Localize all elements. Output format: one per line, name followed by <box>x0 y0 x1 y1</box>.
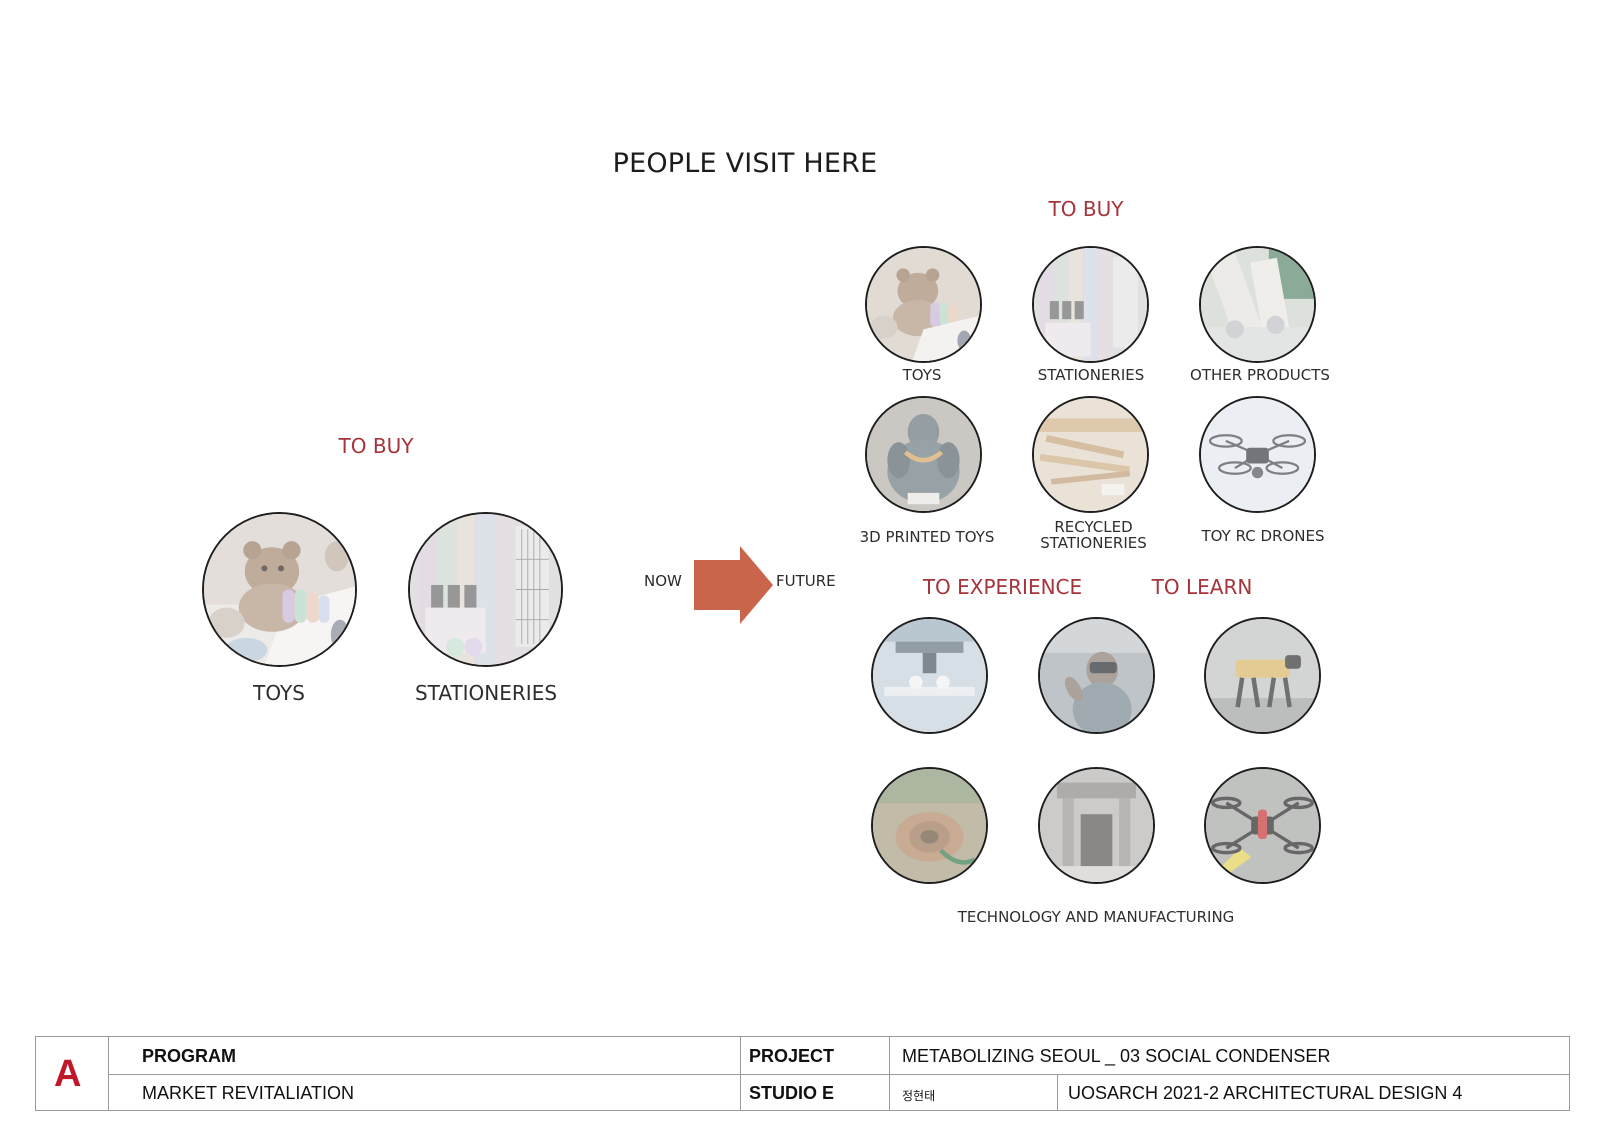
other-products-photo-icon <box>1199 246 1316 363</box>
course-name: UOSARCH 2021-2 ARCHITECTURAL DESIGN 4 <box>1068 1083 1463 1103</box>
future-toys-label: TOYS <box>902 366 942 384</box>
future-stationeries-label: STATIONERIES <box>1037 366 1145 384</box>
3d-printed-toys-label: 3D PRINTED TOYS <box>859 528 995 546</box>
toy-rc-drones-label: TOY RC DRONES <box>1201 527 1325 545</box>
other-products-label: OTHER PRODUCTS <box>1190 366 1330 384</box>
now-stationeries-label: STATIONERIES <box>414 681 558 705</box>
recycled-stationeries-label-line1: RECYCLED <box>1054 518 1133 536</box>
now-label: NOW <box>644 572 682 590</box>
page-title: PEOPLE VISIT HERE <box>612 148 878 179</box>
studio-logo: A <box>54 1053 82 1095</box>
technology-manufacturing-caption: TECHNOLOGY AND MANUFACTURING <box>957 908 1235 926</box>
factory-machine-photo-icon <box>1038 767 1155 884</box>
future-stationeries-photo-icon <box>1032 246 1149 363</box>
recycled-stationeries-label-line2: STATIONERIES <box>1040 534 1147 552</box>
project-value: METABOLIZING SEOUL _ 03 SOCIAL CONDENSER <box>902 1046 1331 1066</box>
now-to-buy-heading: TO BUY <box>338 434 414 458</box>
future-label: FUTURE <box>776 572 836 590</box>
3d-printer-photo-icon <box>871 617 988 734</box>
toys-photo-icon <box>202 512 357 667</box>
future-to-buy-heading: TO BUY <box>1048 197 1124 221</box>
recycled-stationeries-label: RECYCLED STATIONERIES <box>1021 519 1166 551</box>
now-toys-label: TOYS <box>253 681 305 705</box>
future-toys-photo-icon <box>865 246 982 363</box>
vr-headset-photo-icon <box>1038 617 1155 734</box>
recycled-stationeries-photo-icon <box>1032 396 1149 513</box>
to-learn-heading: TO LEARN <box>1151 575 1253 599</box>
author-name: 정현태 <box>902 1089 936 1103</box>
recycled-material-photo-icon <box>871 767 988 884</box>
robot-dog-photo-icon <box>1204 617 1321 734</box>
program-value: MARKET REVITALIATION <box>142 1083 355 1103</box>
to-experience-heading: TO EXPERIENCE <box>922 575 1083 599</box>
industrial-drone-photo-icon <box>1204 767 1321 884</box>
project-label: PROJECT <box>749 1046 835 1066</box>
studio-label: STUDIO E <box>749 1083 835 1103</box>
now-to-future-arrow-icon <box>694 546 773 624</box>
3d-printed-toy-photo-icon <box>865 396 982 513</box>
stationeries-photo-icon <box>408 512 563 667</box>
rc-drone-photo-icon <box>1199 396 1316 513</box>
title-block: A PROGRAM MARKET REVITALIATION PROJECT M… <box>35 1036 1570 1111</box>
program-label: PROGRAM <box>142 1046 236 1066</box>
